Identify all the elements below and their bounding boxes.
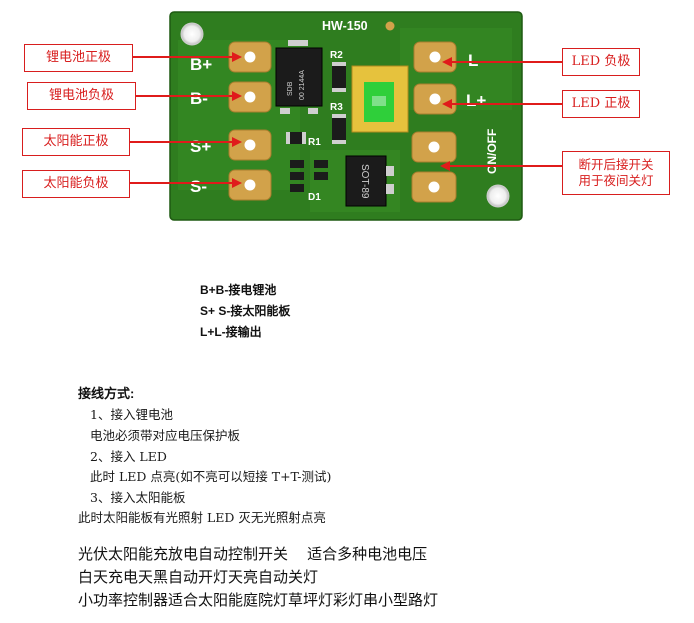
description-line-1: 光伏太阳能充放电自动控制开关 适合多种电池电压 bbox=[78, 545, 428, 563]
callout-switch-note: 断开后接开关 用于夜间关灯 bbox=[562, 151, 670, 195]
resistor-r1 bbox=[288, 132, 304, 144]
switch-label: ON/OFF bbox=[485, 129, 499, 174]
label-d1: D1 bbox=[308, 192, 321, 203]
callout-led-negative: LED 负极 bbox=[562, 48, 640, 76]
resistor-r2 bbox=[332, 64, 346, 90]
mounting-hole-icon bbox=[486, 184, 510, 208]
pad-label-s-plus: S+ bbox=[190, 137, 211, 156]
callout-solar-positive: 太阳能正极 bbox=[22, 128, 130, 156]
pad-label-s-minus: S- bbox=[190, 177, 207, 196]
callout-led-positive: LED 正极 bbox=[562, 90, 640, 118]
pad-label-l-minus: L bbox=[468, 51, 478, 70]
svg-text:SDB: SDB bbox=[287, 81, 294, 96]
description-line-2: 白天充电天黑自动开灯天亮自动关灯 bbox=[78, 568, 319, 586]
description-line-3: 小功率控制器适合太阳能庭院灯草坪灯彩灯串小型路灯 bbox=[78, 591, 439, 609]
summary-line-3: L+L-接输出 bbox=[200, 325, 262, 339]
pad-label-b-plus: B+ bbox=[190, 55, 212, 74]
resistor-r3 bbox=[332, 116, 346, 142]
wiring-line-3: 2、接入 LED bbox=[90, 449, 167, 464]
pcb-board-diagram: HW-150 B+ B- S+ S- SDB 00 2144A R2 R3 bbox=[130, 11, 562, 221]
summary-line-1: B+B-接电锂池 bbox=[200, 283, 277, 297]
board-model-label: HW-150 bbox=[322, 19, 368, 33]
mounting-hole-icon bbox=[180, 22, 204, 46]
pad-label-l-plus: L+ bbox=[466, 91, 486, 110]
sot89-chip bbox=[345, 155, 387, 207]
wiring-line-5: 3、接入太阳能板 bbox=[90, 490, 186, 505]
callout-solar-negative: 太阳能负极 bbox=[22, 170, 130, 198]
wiring-line-6: 此时太阳能板有光照射 LED 灭无光照射点亮 bbox=[78, 510, 326, 525]
pad-label-b-minus: B- bbox=[190, 89, 208, 108]
label-r3: R3 bbox=[330, 102, 343, 113]
callout-battery-negative: 锂电池负极 bbox=[27, 82, 136, 110]
wiring-line-2: 电池必须带对应电压保护板 bbox=[90, 428, 241, 443]
main-ic-chip bbox=[275, 47, 323, 107]
callout-battery-positive: 锂电池正极 bbox=[24, 44, 133, 72]
status-dot-icon bbox=[385, 21, 395, 31]
callout-switch-line2: 用于夜间关灯 bbox=[578, 173, 654, 188]
svg-text:00 2144A: 00 2144A bbox=[299, 70, 306, 100]
label-r2: R2 bbox=[330, 50, 343, 61]
callout-switch-line1: 断开后接开关 bbox=[578, 156, 654, 172]
summary-line-2: S+ S-接太阳能板 bbox=[200, 304, 291, 318]
label-r1: R1 bbox=[308, 137, 321, 148]
wiring-line-1: 1、接入锂电池 bbox=[90, 407, 173, 422]
wiring-line-4: 此时 LED 点亮(如不亮可以短接 T+T-测试) bbox=[90, 469, 332, 484]
svg-text:SOT-89: SOT-89 bbox=[359, 164, 370, 199]
wiring-title: 接线方式: bbox=[78, 386, 135, 401]
